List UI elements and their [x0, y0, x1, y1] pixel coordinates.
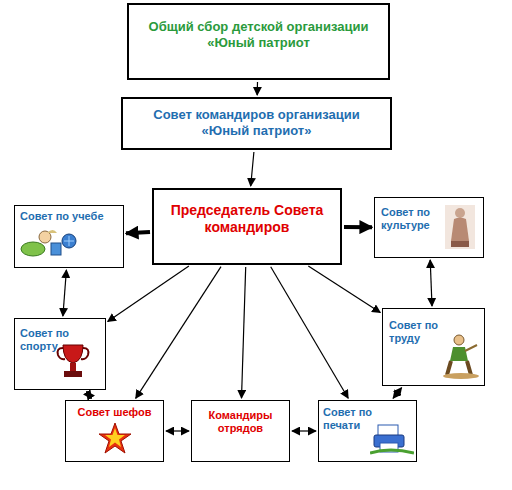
- connector-arrow: [108, 266, 189, 321]
- council-box: Совет по печати: [318, 400, 417, 462]
- box-label: Совет по труду: [389, 319, 449, 345]
- council-box: Командиры отрядов: [191, 400, 290, 462]
- council-icon: [55, 341, 91, 385]
- box-label: Совет по учебе: [20, 210, 118, 223]
- box-label: Общий сбор детской организации «Юный пат…: [137, 19, 380, 50]
- box-label: Совет по культуре: [381, 206, 441, 232]
- connector-arrow: [126, 232, 150, 233]
- council-box: Совет по труду: [382, 308, 485, 386]
- connector-arrow: [308, 266, 380, 313]
- box-label: Председатель Совета командиров: [162, 202, 332, 236]
- box-label: Совет командиров организации «Юный патри…: [131, 107, 382, 138]
- council-box: Совет по учебе: [14, 205, 124, 268]
- council-icon: [441, 333, 481, 383]
- council-box: Совет по спорту: [14, 318, 106, 390]
- council-box: Председатель Совета командиров: [152, 188, 342, 265]
- council-icon: [19, 225, 79, 265]
- connector-arrow: [393, 388, 402, 399]
- connector-arrow: [430, 260, 432, 306]
- council-icon: [370, 421, 414, 459]
- connector-arrow: [251, 152, 254, 186]
- connector-arrow: [257, 82, 258, 95]
- connector-arrow: [87, 392, 92, 399]
- connector-arrow: [136, 267, 221, 399]
- box-label: Совет по спорту: [20, 327, 80, 353]
- council-box: Совет шефов: [65, 400, 164, 462]
- council-box: Совет по культуре: [374, 197, 484, 258]
- connector-arrow: [344, 225, 372, 229]
- council-box: Общий сбор детской организации «Юный пат…: [127, 3, 390, 80]
- connector-arrow: [166, 430, 189, 431]
- connector-arrow: [63, 270, 67, 316]
- connector-arrow: [242, 267, 246, 398]
- box-label: Совет шефов: [70, 406, 159, 419]
- council-icon: [443, 203, 477, 255]
- box-label: Совет по печати: [323, 406, 379, 432]
- council-icon: [98, 422, 132, 458]
- connector-arrow: [271, 267, 349, 399]
- box-label: Командиры отрядов: [196, 409, 285, 435]
- council-box: Совет командиров организации «Юный патри…: [121, 97, 392, 150]
- connector-arrow: [292, 430, 316, 431]
